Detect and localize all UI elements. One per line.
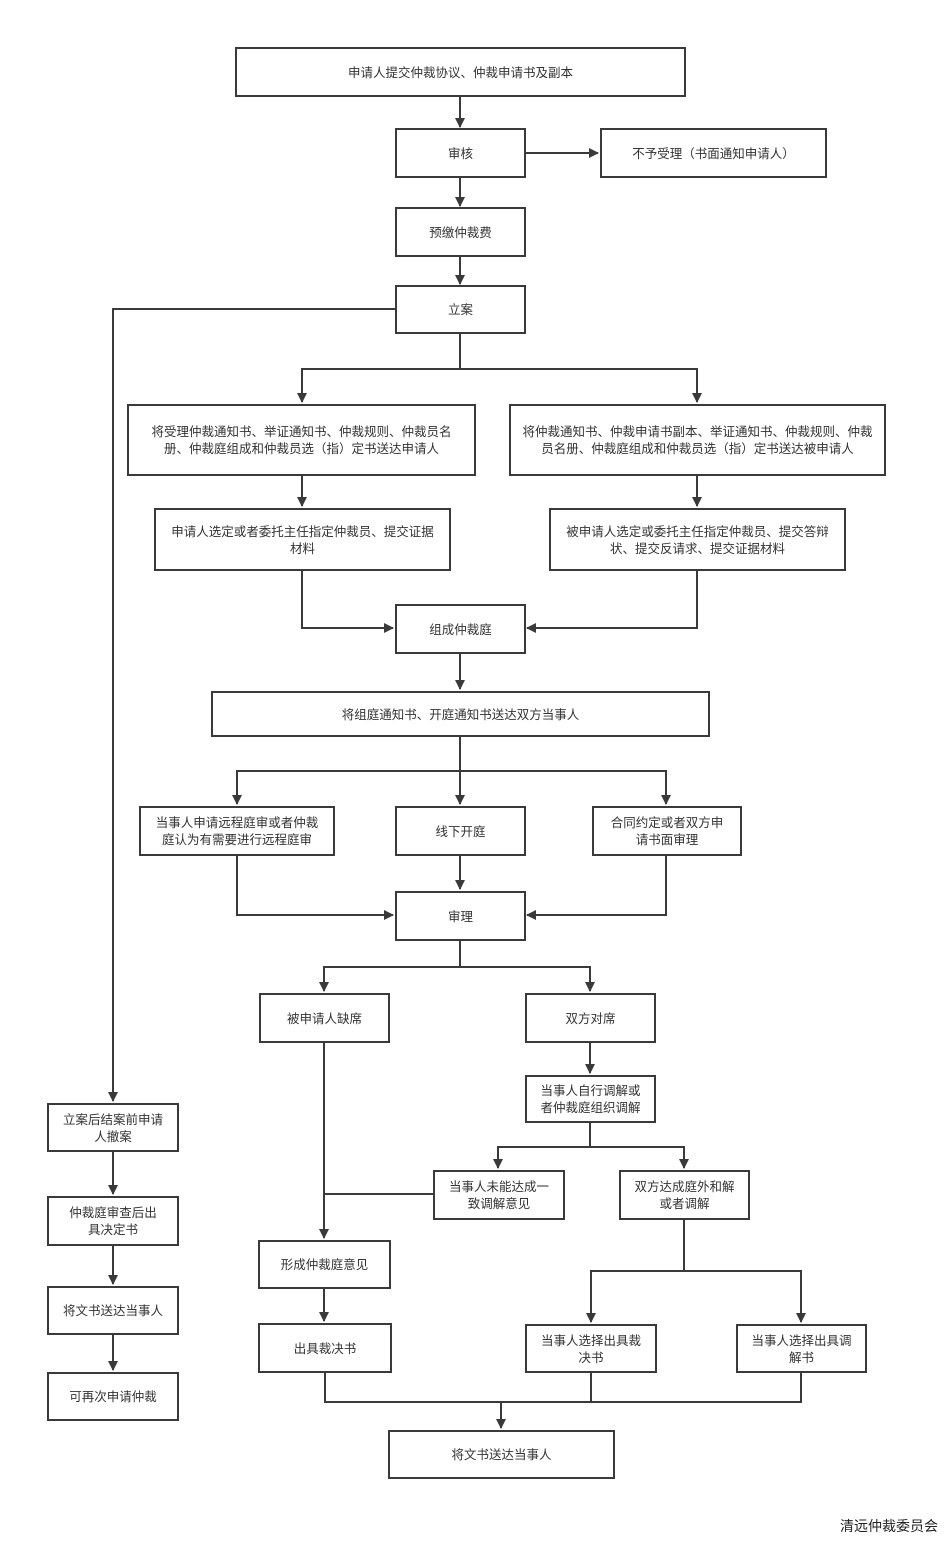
connector-filing-withdraw (108, 308, 395, 1102)
connector-mediation-noagree (493, 1122, 591, 1169)
connector-written-trial (526, 855, 667, 920)
node-offline-hearing: 线下开庭 (395, 806, 526, 856)
connector-applicant-tribunal (301, 570, 394, 633)
node-choose-mediation: 当事人选择出具调解书 (736, 1324, 867, 1373)
connector-trial-present (460, 966, 595, 992)
node-deliver-final: 将文书送达当事人 (388, 1430, 615, 1479)
node-written-review: 合同约定或者双方申请书面审理 (592, 806, 742, 856)
connector-remote-trial (236, 855, 394, 920)
node-trial: 审理 (395, 891, 526, 941)
connector-settle-choose-right (684, 1270, 806, 1323)
node-form-tribunal: 组成仲裁庭 (395, 604, 526, 654)
connector-notices-split-left (232, 736, 461, 805)
node-filing: 立案 (395, 285, 526, 334)
node-applicant-select: 申请人选定或者委托主任指定仲裁员、提交证据材料 (154, 508, 451, 571)
connector-award-final (324, 1372, 802, 1403)
node-reject: 不予受理（书面通知申请人） (600, 128, 827, 178)
node-both-present: 双方对席 (525, 993, 656, 1043)
node-notify-applicant: 将受理仲裁通知书、举证通知书、仲裁规则、仲裁员名册、仲裁庭组成和仲裁员选（指）定… (127, 404, 476, 476)
node-notify-respondent: 将仲裁通知书、仲裁申请书副本、举证通知书、仲裁规则、仲裁员名册、仲裁庭组成和仲裁… (509, 404, 886, 476)
node-review: 审核 (395, 128, 526, 178)
node-prepay: 预缴仲裁费 (395, 207, 526, 257)
connector-respondent-tribunal (526, 570, 698, 633)
node-send-notices: 将组庭通知书、开庭通知书送达双方当事人 (211, 691, 710, 737)
node-issue-award: 出具裁决书 (258, 1323, 392, 1373)
node-reapply: 可再次申请仲裁 (47, 1372, 179, 1421)
node-mediation: 当事人自行调解或者仲裁庭组织调解 (525, 1075, 656, 1123)
connector-mediation-settle (590, 1146, 689, 1169)
node-deliver-left: 将文书送达当事人 (47, 1286, 179, 1335)
node-decision: 仲裁庭审查后出具决定书 (47, 1196, 179, 1246)
node-no-agreement: 当事人未能达成一致调解意见 (433, 1170, 565, 1220)
node-submit: 申请人提交仲裁协议、仲裁申请书及副本 (235, 47, 686, 97)
connector-settle-choose-left (586, 1219, 685, 1323)
node-respondent-select: 被申请人选定或委托主任指定仲裁员、提交答辩状、提交反请求、提交证据材料 (549, 508, 846, 571)
connector-filing-split (297, 333, 461, 403)
node-tribunal-opinion: 形成仲裁庭意见 (258, 1240, 391, 1289)
organization-footer: 清远仲裁委员会 (840, 1519, 938, 1535)
node-respondent-absent: 被申请人缺席 (259, 993, 390, 1043)
connector-notices-split-right (460, 770, 671, 805)
node-withdraw: 立案后结案前申请人撤案 (47, 1103, 179, 1152)
connector-filing-split-right (460, 368, 702, 403)
node-choose-award: 当事人选择出具裁决书 (525, 1324, 657, 1373)
node-remote-hearing: 当事人申请远程庭审或者仲裁庭认为有需要进行远程庭审 (139, 806, 335, 856)
connector-trial-absent (319, 940, 461, 992)
node-settlement: 双方达成庭外和解或者调解 (619, 1170, 750, 1220)
